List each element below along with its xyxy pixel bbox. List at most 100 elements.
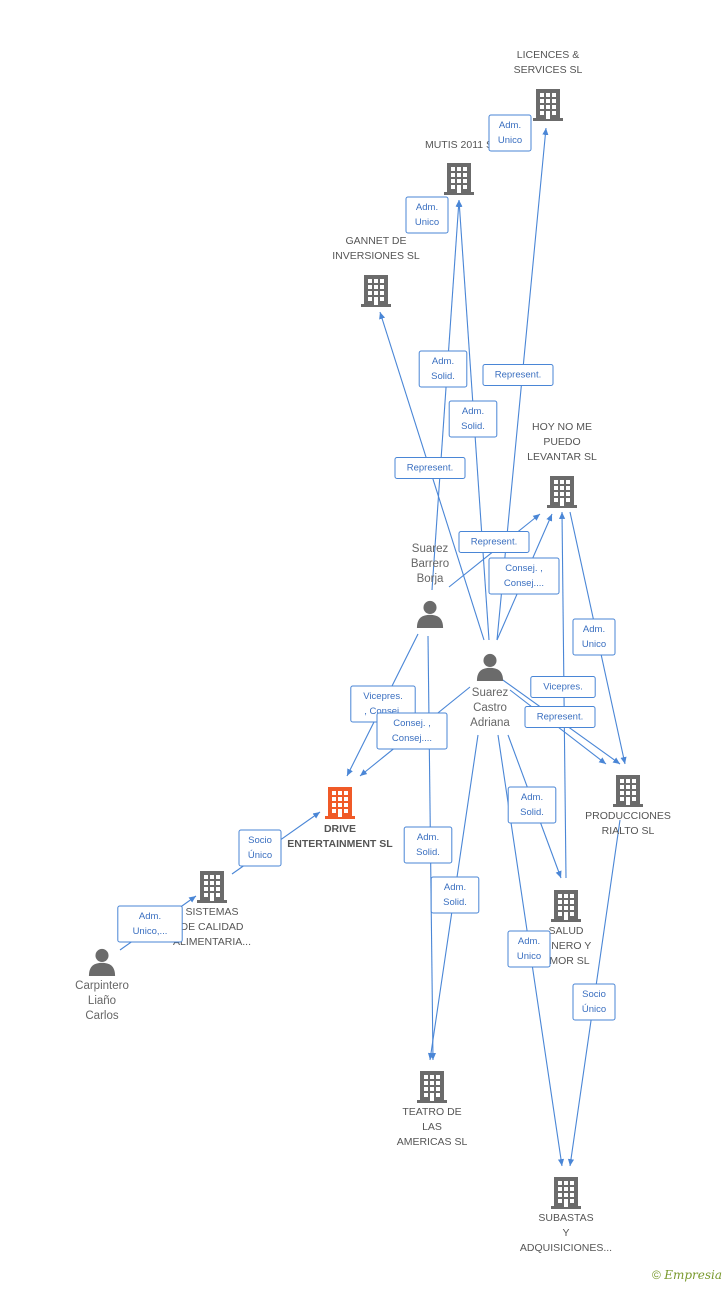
company-label: PUEDO — [543, 436, 580, 448]
company-label: ADQUISICIONES... — [520, 1242, 612, 1254]
edge-label-text: Consej. , — [505, 563, 543, 574]
edge-label-text: Vicepres. — [363, 691, 402, 702]
edge-label-box — [238, 829, 282, 867]
edge-label-box — [405, 196, 449, 234]
building-icon — [444, 163, 474, 195]
edge-label-box — [530, 676, 596, 698]
edge-label-text: Unico — [498, 135, 522, 146]
edge-label-text: Adm. — [444, 882, 466, 893]
edge-label-4[interactable]: Represent. — [394, 457, 466, 479]
edge-label-5[interactable]: Represent. — [458, 531, 530, 553]
edge-label-10[interactable]: Represent. — [524, 706, 596, 728]
company-label: HOY NO ME — [532, 421, 592, 433]
building-icon — [551, 890, 581, 922]
edge-label-19[interactable]: Adm. Unico — [488, 114, 532, 152]
edge-label-text: , Consej. — [364, 706, 402, 717]
person-icon — [416, 600, 444, 628]
company-label: DRIVE — [324, 823, 356, 835]
company-node-licences[interactable]: LICENCES & SERVICES SL — [514, 49, 583, 121]
person-label: Barrero — [411, 558, 449, 570]
company-label: RIALTO SL — [602, 825, 655, 837]
company-node-gannet[interactable]: GANNET DE INVERSIONES SL — [332, 235, 420, 307]
edge-label-text: Adm. — [417, 832, 439, 843]
company-label: INVERSIONES SL — [332, 250, 420, 262]
edge-label-text: Represent. — [537, 712, 583, 723]
edge-label-18[interactable]: Adm.Unico,... — [117, 905, 183, 943]
building-icon — [551, 1177, 581, 1209]
person-label: Suarez — [412, 543, 449, 555]
edge-label-text: Adm. — [432, 356, 454, 367]
edge-label-6[interactable]: Consej. ,Consej.... — [488, 557, 560, 595]
company-node-mutis[interactable]: MUTIS 2011 S — [425, 139, 493, 195]
edge-label-box — [482, 364, 554, 386]
edge-label-text: Socio — [248, 835, 272, 846]
company-label: AMERICAS SL — [397, 1136, 468, 1148]
company-label: SUBASTAS — [538, 1212, 593, 1224]
edge-label-text: Solid. — [461, 421, 485, 432]
company-label: SERVICES SL — [514, 64, 583, 76]
edge-label-text: Represent. — [407, 463, 453, 474]
edge-borja-to-mutis — [431, 199, 462, 591]
company-label: GANNET DE — [345, 235, 406, 247]
person-label: Liaño — [88, 995, 116, 1007]
edge-label-9[interactable]: Vicepres. — [530, 676, 596, 698]
edge-label-2[interactable]: Adm.Solid. — [448, 400, 498, 438]
edge-label-text: Adm. — [416, 202, 438, 213]
edge-label-text: Unico — [517, 951, 541, 962]
building-icon — [613, 775, 643, 807]
edge-label-1[interactable]: Represent. — [482, 364, 554, 386]
person-label: Carpintero — [75, 980, 129, 992]
edge-label-14[interactable]: Adm.Solid. — [430, 876, 480, 914]
brand-logo[interactable]: Empresia — [664, 1268, 722, 1282]
building-icon — [361, 275, 391, 307]
edge-label-11[interactable]: Adm.Unico — [572, 618, 616, 656]
company-label: LICENCES & — [517, 49, 579, 61]
company-label: MUTIS 2011 S — [425, 139, 493, 151]
person-label: Castro — [473, 702, 507, 714]
edge-label-box — [572, 983, 616, 1021]
company-label: DINERO Y — [541, 940, 592, 952]
edge-label-13[interactable]: Adm. Solid. — [403, 826, 453, 864]
person-label: Suarez — [472, 687, 509, 699]
edge-label-text: Adm. — [521, 792, 543, 803]
building-icon — [197, 871, 227, 903]
edge-label-box — [507, 930, 551, 968]
company-label: AMOR SL — [542, 955, 589, 967]
company-node-subastas[interactable]: SUBASTASYADQUISICIONES... — [520, 1177, 612, 1254]
edge-label-text: Unico — [415, 217, 439, 228]
person-label: Borja — [417, 573, 444, 585]
edge-label-15[interactable]: Adm.Unico — [507, 930, 551, 968]
edge-label-box — [394, 457, 466, 479]
edge-labels-layer: Represent. Adm. Solid. Adm. Solid. Represent.… — [117, 114, 616, 1021]
edge-label-text: Vicepres. — [543, 682, 582, 693]
building-icon — [417, 1071, 447, 1103]
building-icon — [547, 476, 577, 508]
edge-label-text: Único — [248, 850, 272, 861]
edge-label-3[interactable]: Adm. Solid. — [418, 350, 468, 388]
company-label: DE CALIDAD — [180, 921, 243, 933]
edge-label-text: Consej. , — [393, 718, 431, 729]
edge-label-text: Solid. — [416, 847, 440, 858]
edge-label-12[interactable]: Adm.Solid. — [507, 786, 557, 824]
edge-label-box — [488, 114, 532, 152]
edge-label-box — [418, 350, 468, 388]
edge-label-20[interactable]: Adm. Unico — [405, 196, 449, 234]
edge-label-box — [488, 557, 560, 595]
building-icon — [533, 89, 563, 121]
edge-label-8[interactable]: Consej. ,Consej.... — [376, 712, 448, 750]
edge-label-box — [572, 618, 616, 656]
edge-label-text: Adm. — [499, 120, 521, 131]
edge-label-text: Solid. — [431, 371, 455, 382]
